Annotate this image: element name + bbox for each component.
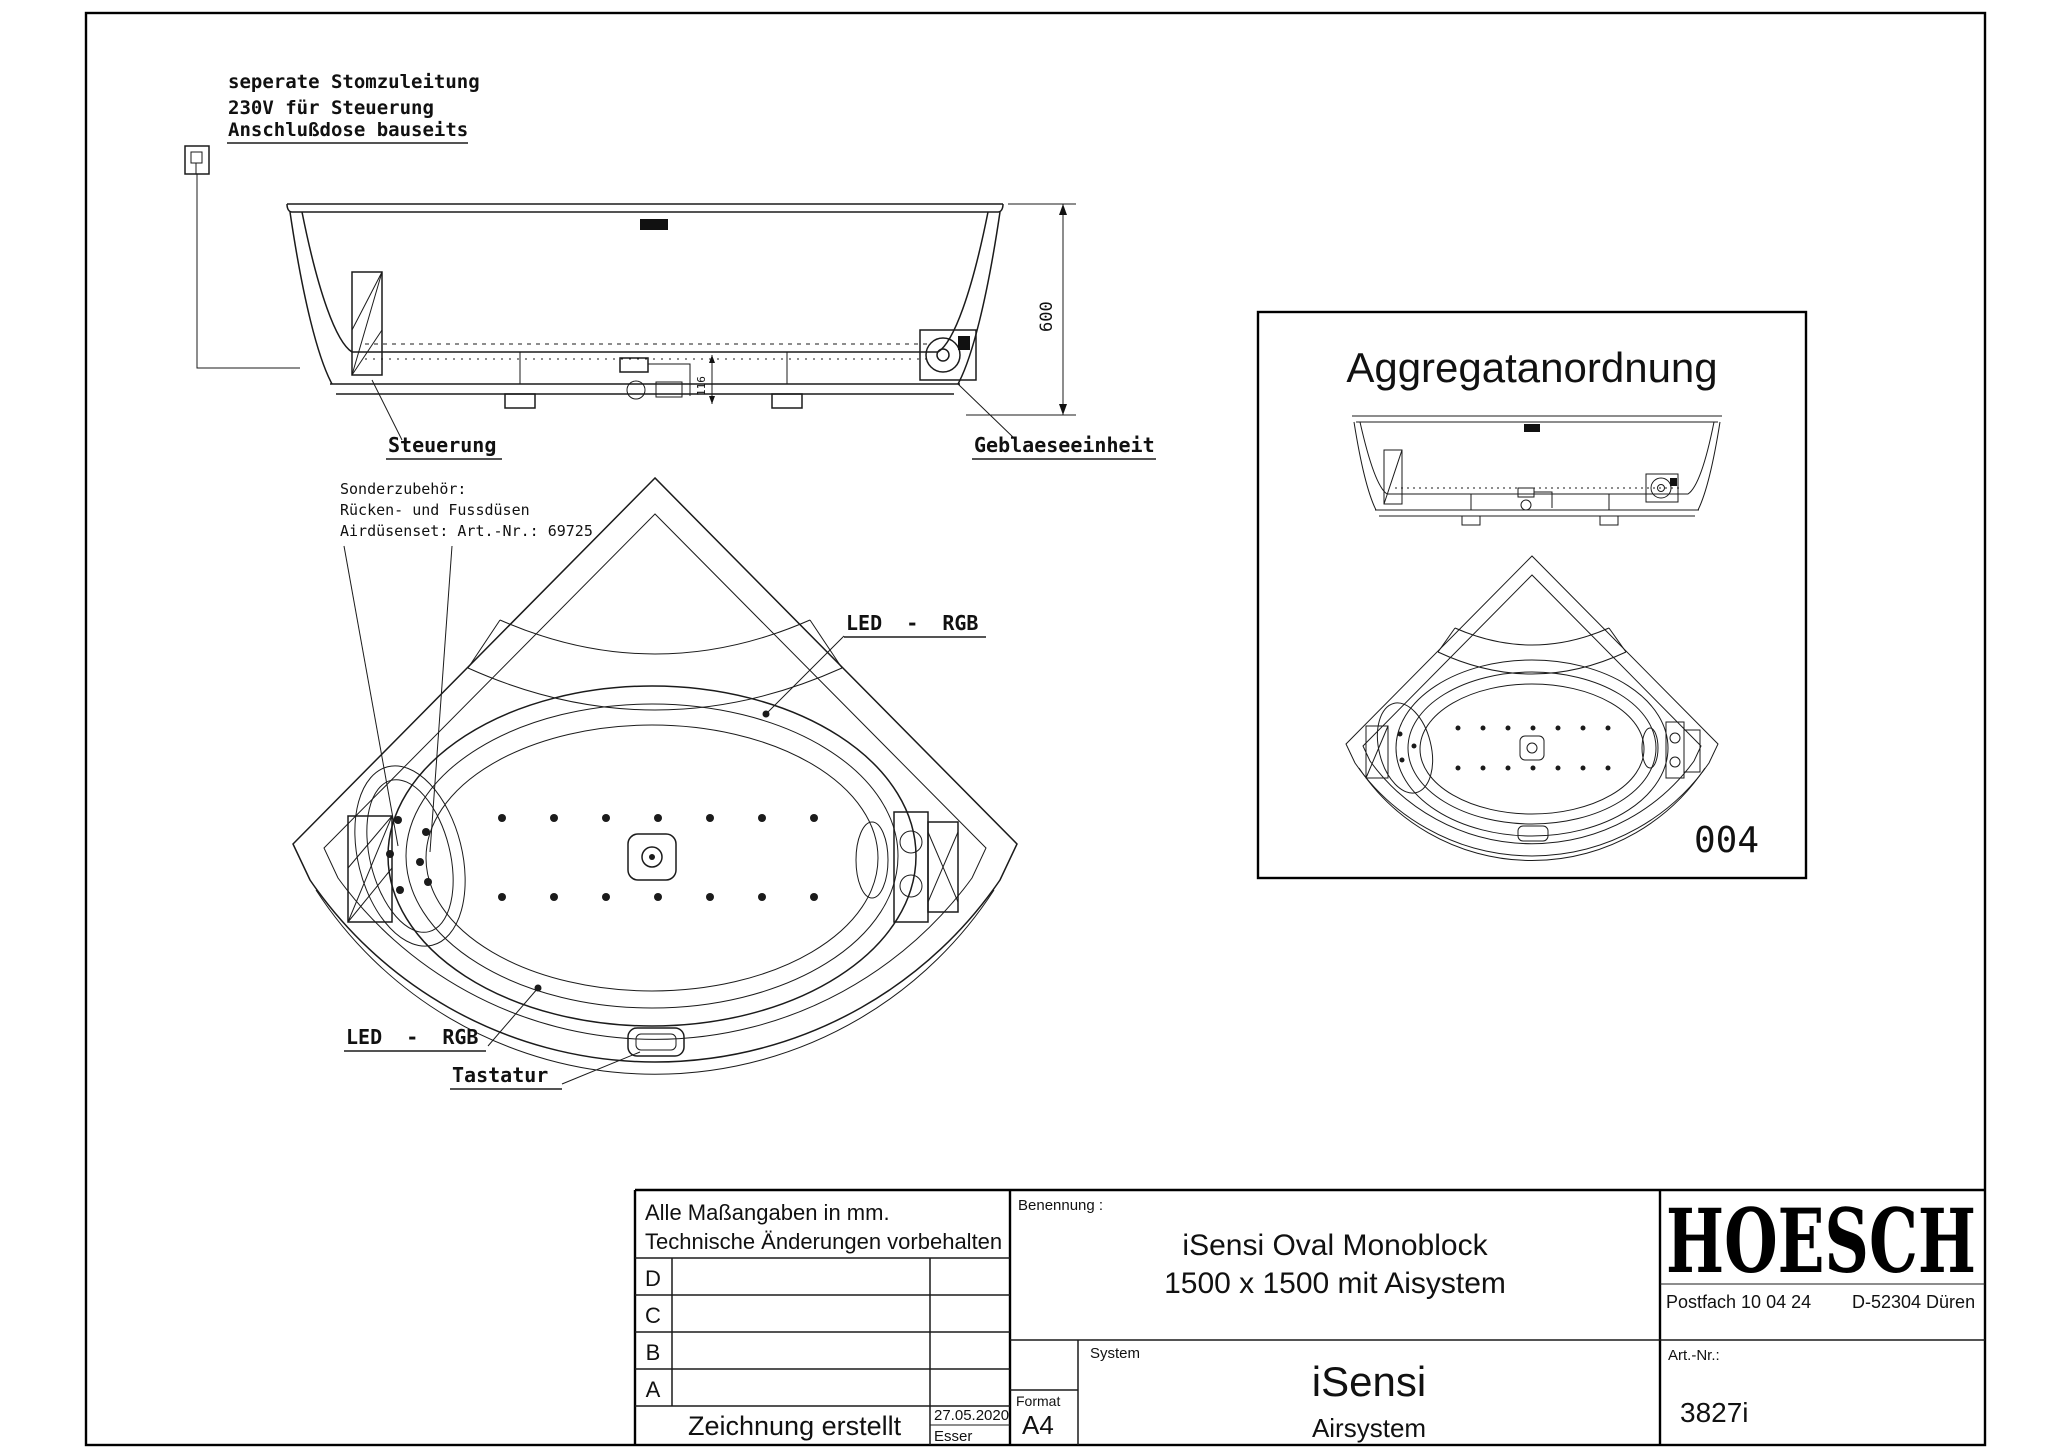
keypad [627, 1027, 685, 1057]
drawing-title-line2: 1500 x 1500 mit Aisystem [1164, 1267, 1506, 1300]
aggregat-code: 004 [1694, 820, 1759, 861]
drawing-border [84, 11, 1987, 1447]
accessory-note-line3: Airdüsenset: Art.-Nr.: 69725 [340, 522, 593, 540]
note-line2: Technische Änderungen vorbehalten [645, 1229, 1002, 1254]
bathtub-side-view: 600 116 Steuerung Geblaeseeinheit [286, 203, 1156, 460]
accessory-note-line1: Sonderzubehör: [340, 480, 466, 498]
aggregat-title: Aggregatanordnung [1346, 344, 1717, 391]
drain-assembly-side [619, 357, 691, 400]
power-note-line2: 230V für Steuerung [228, 97, 434, 119]
company-city: D-52304 Düren [1852, 1292, 1975, 1312]
geblaese-label: Geblaeseeinheit [974, 433, 1155, 457]
control-unit-plan [347, 815, 393, 923]
title-block: Alle Maßangaben in mm. Technische Änderu… [633, 1188, 1985, 1445]
artnr-label: Art.-Nr.: [1668, 1347, 1720, 1364]
artnr-value: 3827i [1680, 1397, 1749, 1428]
led-rgb-right-label: LED - RGB [762, 611, 986, 718]
mini-side-view [1352, 415, 1722, 526]
created-date: 27.05.2020 [934, 1407, 1009, 1424]
revision-c: C [645, 1303, 661, 1328]
system-label: System [1090, 1345, 1140, 1362]
tastatur-label: Tastatur [450, 1051, 641, 1090]
dim-116-text: 116 [695, 376, 708, 396]
dimension-600: 600 [966, 203, 1076, 416]
created-by: Esser [934, 1428, 972, 1445]
power-cable-line [196, 174, 300, 369]
company-logo: HOESCH [1666, 1189, 1976, 1293]
junction-box-icon [184, 145, 210, 175]
control-unit-side [351, 271, 383, 376]
created-label: Zeichnung erstellt [688, 1411, 902, 1441]
dim-600-text: 600 [1037, 301, 1057, 332]
blower-unit-side [919, 329, 977, 381]
led-rgb-left-label: LED - RGB [344, 984, 542, 1052]
drawing-title-line1: iSensi Oval Monoblock [1182, 1229, 1488, 1262]
power-note-line3: Anschlußdose bauseits [228, 119, 468, 141]
format-label: Format [1016, 1393, 1060, 1409]
bathtub-plan-view: Sonderzubehör: Rücken- und Fussdüsen Air… [292, 476, 1018, 1090]
air-nozzles [498, 814, 818, 901]
tastatur-text: Tastatur [452, 1063, 548, 1087]
benennung-label: Benennung : [1018, 1197, 1103, 1214]
aggregat-panel-border [1256, 310, 1808, 880]
accessory-note-line2: Rücken- und Fussdüsen [340, 501, 530, 519]
power-note-line1: seperate Stomzuleitung [228, 71, 480, 93]
format-value: A4 [1022, 1410, 1054, 1440]
overflow-slot [640, 219, 668, 230]
blower-unit-plan [855, 811, 959, 923]
revision-b: B [646, 1340, 661, 1365]
note-line1: Alle Maßangaben in mm. [645, 1200, 890, 1225]
aggregat-panel: Aggregatanordnung [1256, 310, 1808, 880]
revision-a: A [646, 1377, 661, 1402]
company-po: Postfach 10 04 24 [1666, 1292, 1811, 1312]
led-rgb-left-text: LED - RGB [346, 1025, 478, 1049]
mini-plan-view [1345, 555, 1719, 862]
system-sub: Airsystem [1312, 1413, 1426, 1443]
accessory-note: Sonderzubehör: Rücken- und Fussdüsen Air… [340, 480, 593, 853]
power-supply-note: seperate Stomzuleitung 230V für Steuerun… [184, 71, 480, 369]
drain-plan [627, 833, 677, 881]
system-name: iSensi [1312, 1358, 1426, 1405]
steuerung-label: Steuerung [388, 433, 496, 457]
dimension-116: 116 [695, 355, 715, 404]
led-rgb-right-text: LED - RGB [846, 611, 978, 635]
back-cushion [354, 765, 466, 947]
revision-d: D [645, 1266, 661, 1291]
foot-left [504, 393, 536, 409]
foot-right [771, 393, 803, 409]
